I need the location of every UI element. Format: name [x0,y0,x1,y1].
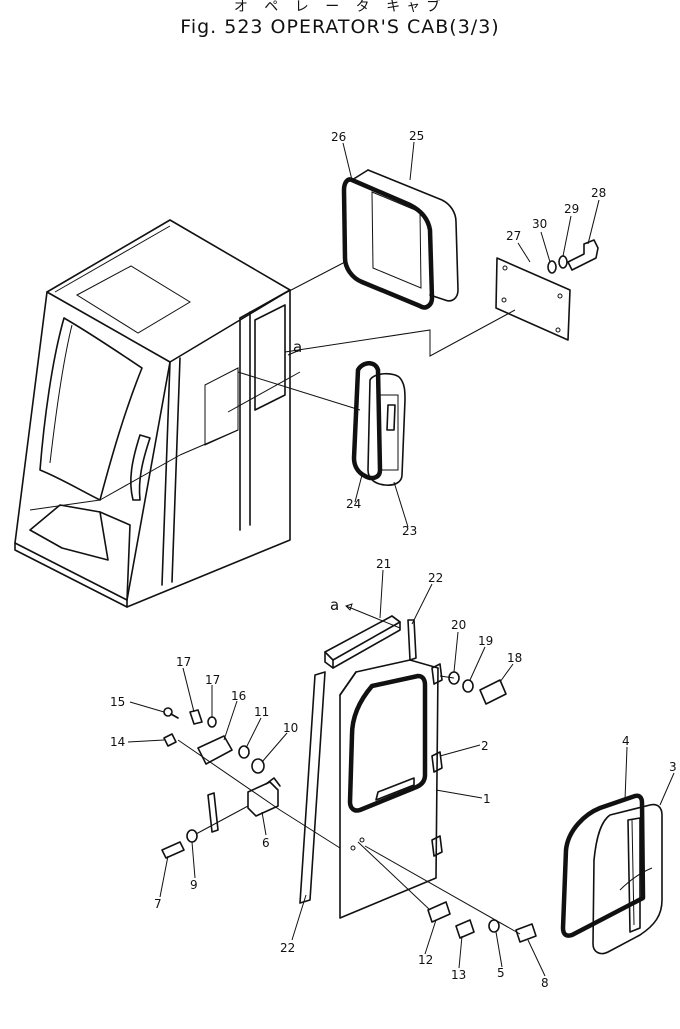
callout-labels: 26 25 28 29 30 27 a 24 23 21 22 a 20 19 … [110,129,677,990]
door-glass-assembly [560,793,663,955]
callout-2: 2 [481,739,489,753]
callout-5: 5 [497,966,505,980]
callout-11: 12 [418,953,433,967]
callout-15: 16 [231,689,246,703]
callout-10: 11 [254,705,269,719]
cab-body [14,219,291,608]
callout-3: 3 [669,760,677,774]
door-strips [299,615,417,904]
callout-18: 18 [507,651,522,665]
callout-22: 22 [428,571,443,585]
callout-22-lower: 22 [280,941,295,955]
cover-plate [495,239,599,341]
callout-29: 29 [564,202,579,216]
callout-14: 15 [110,695,125,709]
upper-window-assembly [341,169,459,310]
reference-mark-a-door: a [330,596,339,614]
callout-28: 28 [591,186,606,200]
callout-26: 26 [331,130,346,144]
figure-title: Fig. 523 OPERATOR'S CAB(3/3) [180,16,500,38]
leader-lines [127,141,675,977]
door-assembly [339,659,443,919]
callout-12: 13 [451,968,466,982]
assembly-guide-lines [227,261,516,413]
callout-13: 14 [110,735,125,749]
small-window-assembly [351,361,406,486]
callout-23: 23 [402,524,417,538]
callout-25: 25 [409,129,424,143]
callout-9: 10 [283,721,298,735]
callout-30: 30 [532,217,547,231]
callout-19: 19 [478,634,493,648]
callout-4: 4 [622,734,630,748]
callout-16: 17 [176,655,191,669]
callout-6: 6 [262,836,270,850]
callout-7: 7 [154,897,162,911]
callout-8: 8 [541,976,549,990]
reference-marks [287,349,401,629]
callout-1: 1 [483,792,491,806]
callout-9-lower: 9 [190,878,198,892]
japanese-title: オ ペ レ ー タ キャブ [233,0,447,15]
callout-20: 20 [451,618,466,632]
callout-24: 24 [346,497,361,511]
reference-mark-a-top: a [293,338,302,356]
callout-17: 17 [205,673,220,687]
callout-27: 27 [506,229,521,243]
callout-21: 21 [376,557,391,571]
